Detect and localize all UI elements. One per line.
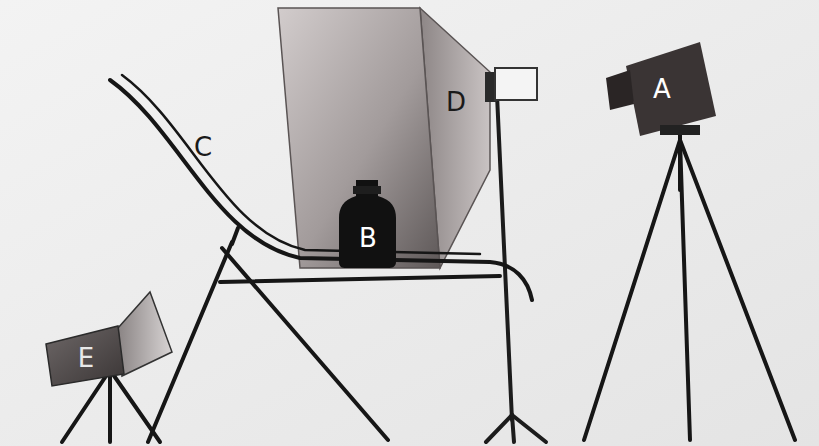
callout-letter: C bbox=[194, 134, 212, 160]
callout-letter: A bbox=[653, 76, 671, 102]
floor-light bbox=[46, 292, 172, 442]
softbox bbox=[278, 8, 537, 268]
shooting-table bbox=[110, 75, 532, 442]
callout-letter: B bbox=[359, 225, 377, 251]
light-stand bbox=[486, 95, 546, 442]
camera bbox=[584, 42, 795, 440]
callout-letter: E bbox=[78, 345, 94, 371]
product-bottle bbox=[339, 180, 396, 268]
callout-letter: D bbox=[446, 89, 466, 115]
